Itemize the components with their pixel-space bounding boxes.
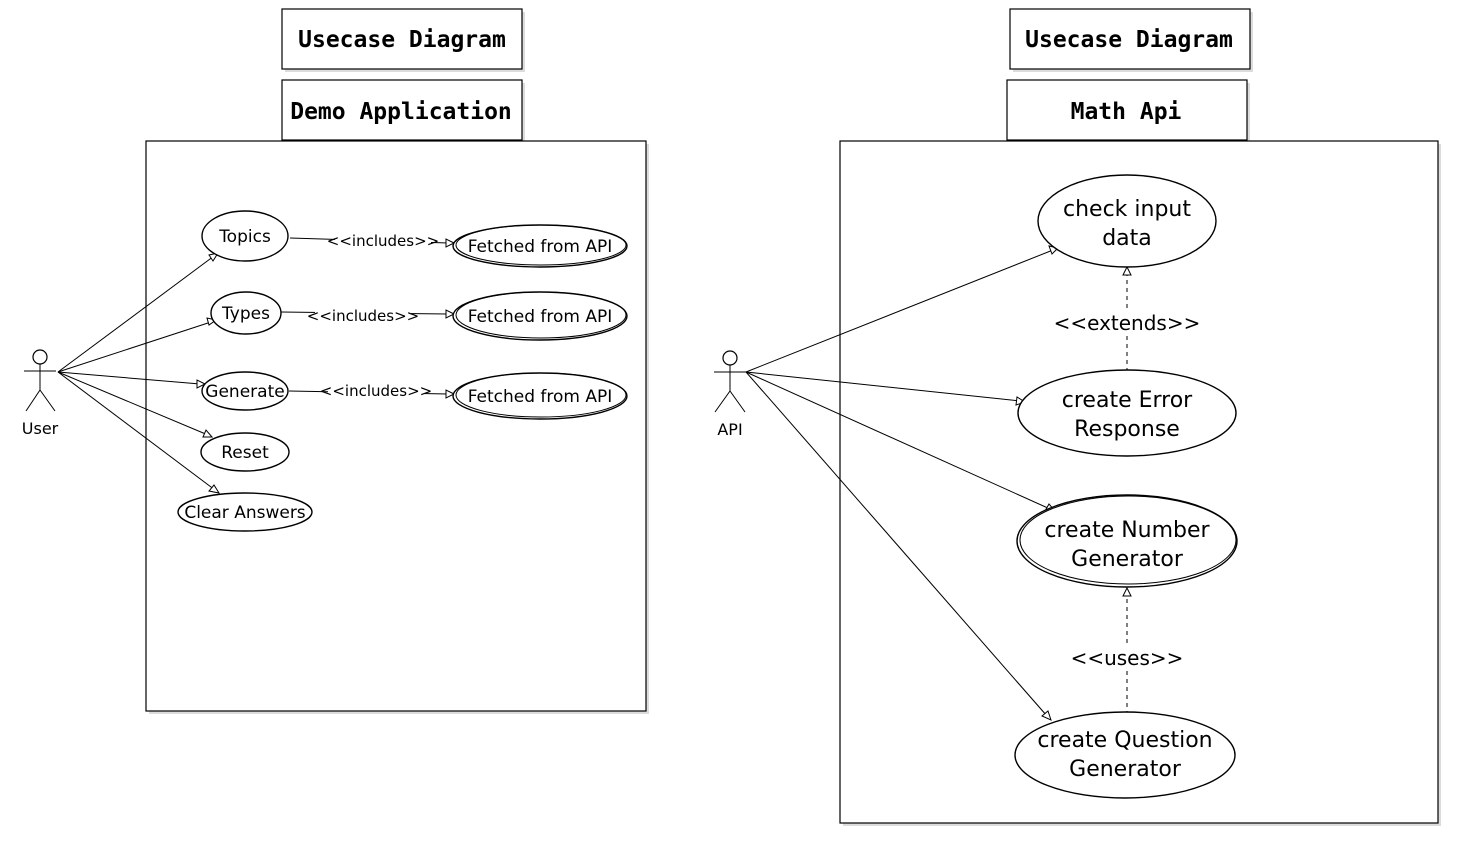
usecase-topics[interactable]: Topics	[201, 210, 289, 262]
usecase-check-line2: data	[1102, 226, 1152, 251]
left-system-name: Demo Application	[290, 99, 512, 125]
usecase-number-line1: create Number	[1044, 518, 1210, 543]
usecase-fetched-3-label: Fetched from API	[468, 387, 613, 407]
api-actor-label: API	[717, 420, 742, 439]
extends-label: <<extends>>	[1054, 311, 1201, 335]
include-relation-1: <<includes>>	[289, 230, 456, 250]
actor-head-icon	[722, 350, 738, 366]
include-relation-3: <<includes>>	[288, 380, 456, 400]
right-title-box: Usecase Diagram	[1009, 8, 1253, 72]
usecase-create-question-generator[interactable]: create Question Generator	[1014, 711, 1236, 799]
right-system-name: Math Api	[1071, 99, 1182, 125]
usecase-create-number-generator[interactable]: create Number Generator	[1016, 494, 1238, 588]
usecase-question-line1: create Question	[1037, 728, 1212, 753]
left-diagram-title: Usecase Diagram	[298, 27, 506, 53]
usecase-error-line2: Response	[1074, 417, 1180, 442]
right-subtitle-box: Math Api	[1006, 79, 1250, 143]
left-title-box: Usecase Diagram	[281, 8, 525, 72]
user-actor[interactable]: User	[22, 349, 59, 438]
usecase-error-line1: create Error	[1062, 388, 1193, 413]
usecase-create-error-response[interactable]: create Error Response	[1017, 369, 1237, 457]
usecase-clear-answers[interactable]: Clear Answers	[177, 492, 313, 532]
usecase-generate[interactable]: Generate	[201, 371, 289, 411]
uses-relation: <<uses>>	[1071, 586, 1184, 715]
include-label-3: <<includes>>	[320, 382, 432, 400]
usecase-reset[interactable]: Reset	[200, 432, 290, 472]
include-label-1: <<includes>>	[327, 232, 439, 250]
usecase-check-line1: check input	[1063, 197, 1191, 222]
user-actor-label: User	[22, 419, 59, 438]
usecase-topics-label: Topics	[218, 227, 271, 247]
usecase-types-label: Types	[221, 304, 270, 324]
left-subtitle-box: Demo Application	[281, 79, 525, 143]
include-relation-2: <<includes>>	[280, 305, 456, 325]
right-diagram-title: Usecase Diagram	[1025, 27, 1233, 53]
include-label-2: <<includes>>	[307, 307, 419, 325]
usecase-number-line2: Generator	[1071, 547, 1184, 572]
usecase-fetched-1[interactable]: Fetched from API	[452, 224, 628, 268]
usecase-fetched-3[interactable]: Fetched from API	[452, 372, 628, 420]
uses-label: <<uses>>	[1071, 646, 1184, 670]
extends-relation: <<extends>>	[1054, 265, 1201, 372]
usecase-fetched-2-label: Fetched from API	[468, 307, 613, 327]
usecase-question-line2: Generator	[1069, 757, 1182, 782]
usecase-clear-answers-label: Clear Answers	[184, 503, 305, 523]
usecase-reset-label: Reset	[221, 443, 269, 463]
right-diagram: Usecase Diagram Math Api API	[714, 8, 1441, 826]
usecase-generate-label: Generate	[205, 382, 284, 402]
usecase-fetched-2[interactable]: Fetched from API	[452, 291, 628, 341]
left-diagram: Usecase Diagram Demo Application User	[22, 8, 649, 714]
usecase-types[interactable]: Types	[210, 291, 282, 335]
api-actor[interactable]: API	[714, 350, 746, 439]
usecase-check-input-data[interactable]: check input data	[1037, 174, 1217, 268]
actor-head-icon	[32, 349, 48, 365]
usecase-fetched-1-label: Fetched from API	[468, 237, 613, 257]
